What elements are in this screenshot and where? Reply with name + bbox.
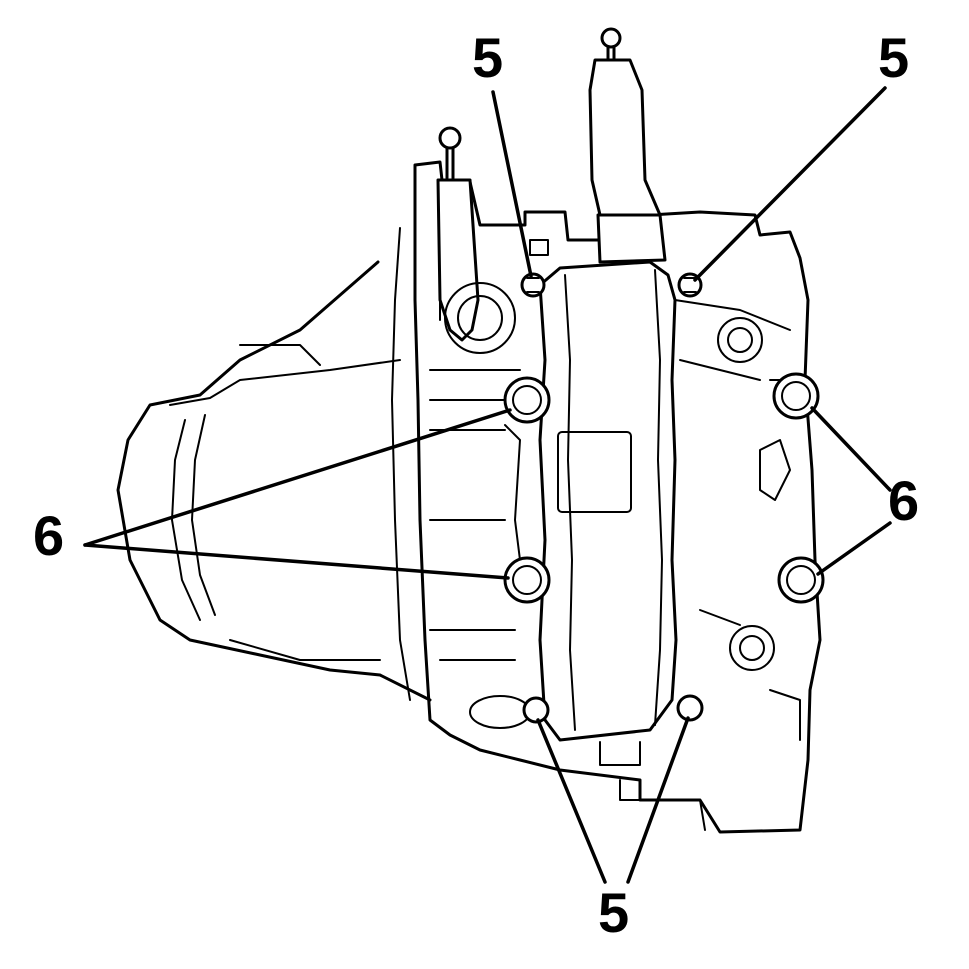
bolt-5-bottom-left [522,696,550,724]
bell-housing [116,227,432,702]
bolt-6-upper-right [772,372,820,420]
callout-5-top-right: 5 [878,26,910,89]
bolt-5-bottom-right [676,694,704,722]
leader-6-left-lower [83,543,510,580]
callout-5-top-left: 5 [472,26,504,89]
bolt-5-top-right [677,272,703,298]
bolt-6-lower-right [777,556,825,604]
callout-5-bottom: 5 [598,881,630,944]
callout-6-right: 6 [888,469,920,532]
leader-6-right-upper [810,406,892,492]
leader-6-left-upper [83,408,512,547]
leader-lines [83,86,892,884]
leader-5-top-left [491,90,533,278]
bolt-5-top-left [520,272,546,298]
shift-lever-top [588,27,667,264]
callout-6-left: 6 [33,504,65,567]
leader-5-top-right [693,86,887,282]
leader-6-right-lower [816,521,892,576]
end-cover [538,260,678,766]
bolt-6-upper-left [503,376,551,424]
leader-5-bottom-left [536,718,607,884]
bolt-6-lower-left [503,556,551,604]
leader-5-bottom-right [626,716,690,884]
shift-lever-left [436,126,516,354]
right-casing-details [674,299,801,741]
